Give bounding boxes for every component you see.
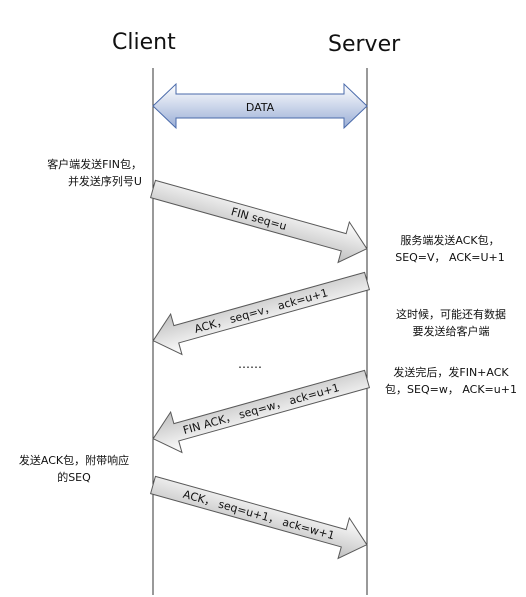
note-client-fin-line-1: 客户端发送FIN包， <box>47 158 142 171</box>
note-client-ack-line-2: 的SEQ <box>57 471 91 484</box>
message-label-ack-2: ACK， seq=u+1， ack=w+1 <box>182 488 336 543</box>
note-server-ack-line-1: 服务端发送ACK包， <box>400 234 500 247</box>
note-server-fin: 发送完后，发FIN+ACK 包，SEQ=w， ACK=u+1 <box>380 364 522 398</box>
message-label-fin-ack: FIN ACK， seq=w， ack=u+1 <box>182 381 341 437</box>
note-client-fin: 客户端发送FIN包， 并发送序列号U <box>12 156 142 190</box>
client-header: Client <box>112 30 176 55</box>
server-header: Server <box>328 32 401 57</box>
note-client-ack: 发送ACK包，附带响应 的SEQ <box>4 452 144 486</box>
note-server-more-data: 这时候，可能还有数据 要发送给客户端 <box>380 306 522 340</box>
data-double-arrow <box>152 82 368 130</box>
note-server-more-line-1: 这时候，可能还有数据 <box>396 308 506 321</box>
note-server-fin-line-1: 发送完后，发FIN+ACK <box>393 366 509 379</box>
message-arrow-fin-ack: FIN ACK， seq=w， ack=u+1 <box>152 369 371 454</box>
note-server-ack-line-2: SEQ=V， ACK=U+1 <box>395 251 505 264</box>
message-label-ack-1: ACK， seq=v， ack=u+1 <box>193 286 329 336</box>
ellipsis-continuation: …… <box>238 357 262 371</box>
message-arrow-fin: FIN seq=u <box>149 179 368 264</box>
note-client-ack-line-1: 发送ACK包，附带响应 <box>18 454 130 467</box>
note-server-more-line-2: 要发送给客户端 <box>412 325 490 338</box>
note-client-fin-line-2: 并发送序列号U <box>67 175 142 188</box>
note-server-fin-line-2: 包，SEQ=w， ACK=u+1 <box>385 383 517 396</box>
note-server-ack: 服务端发送ACK包， SEQ=V， ACK=U+1 <box>380 232 520 266</box>
message-arrow-ack-1: ACK， seq=v， ack=u+1 <box>152 271 371 356</box>
message-arrow-ack-2: ACK， seq=u+1， ack=w+1 <box>149 475 368 560</box>
data-label: DATA <box>246 101 275 114</box>
